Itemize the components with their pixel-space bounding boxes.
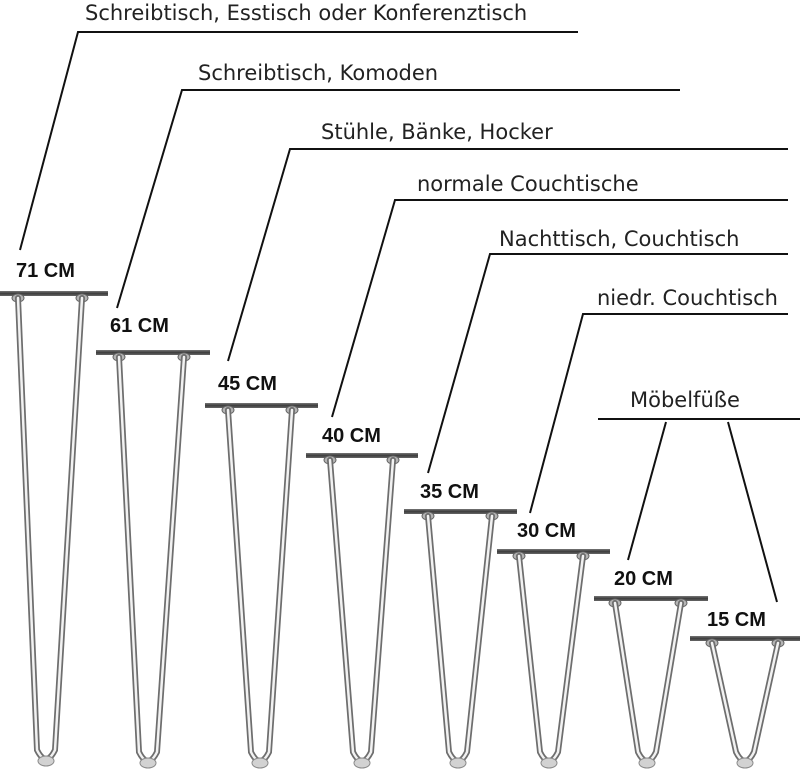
rod-highlight-71 bbox=[16, 296, 84, 761]
leader-line-30 bbox=[529, 313, 788, 514]
mounting-plate-30 bbox=[497, 549, 610, 554]
hairpin-leg-71 bbox=[0, 291, 108, 767]
rod-outline-15 bbox=[709, 640, 781, 764]
foot-cap-61 bbox=[139, 757, 157, 769]
rod-highlight-61 bbox=[117, 355, 186, 763]
mounting-plate-35 bbox=[404, 509, 517, 514]
foot-cap-45 bbox=[251, 757, 269, 769]
leader-line-35 bbox=[427, 253, 788, 474]
size-label-61: 61 CM bbox=[110, 315, 169, 337]
hairpin-leg-40 bbox=[306, 453, 418, 769]
leader-line-20 bbox=[627, 421, 667, 561]
hairpin-leg-20 bbox=[594, 596, 708, 769]
foot-cap-71 bbox=[37, 755, 55, 767]
rod-outline-20 bbox=[612, 600, 684, 764]
leader-line-15 bbox=[727, 421, 778, 603]
category-label-35: Nachttisch, Couchtisch bbox=[499, 227, 739, 251]
size-label-40: 40 CM bbox=[322, 425, 381, 447]
mounting-plate-20 bbox=[594, 596, 708, 601]
leader-line-71 bbox=[19, 31, 578, 251]
mounting-plate-61 bbox=[96, 350, 210, 355]
hairpin-leg-45 bbox=[205, 403, 318, 769]
size-label-45: 45 CM bbox=[218, 373, 277, 395]
mounting-plate-15 bbox=[690, 636, 800, 641]
hairpin-leg-61 bbox=[96, 350, 210, 769]
leader-line-40 bbox=[331, 199, 788, 418]
foot-cap-20 bbox=[638, 757, 656, 769]
category-label-moebelfuesse: Möbelfüße bbox=[630, 388, 740, 412]
rod-outline-45 bbox=[225, 407, 295, 764]
foot-cap-35 bbox=[449, 757, 467, 769]
rod-outline-30 bbox=[516, 553, 586, 764]
size-label-20: 20 CM bbox=[614, 568, 673, 590]
foot-cap-30 bbox=[540, 757, 558, 769]
rod-highlight-15 bbox=[710, 641, 780, 763]
category-label-45: Stühle, Bänke, Hocker bbox=[321, 120, 553, 144]
size-label-30: 30 CM bbox=[517, 520, 576, 542]
legs-layer bbox=[0, 291, 800, 769]
hairpin-leg-30 bbox=[497, 549, 610, 769]
mounting-plate-45 bbox=[205, 403, 318, 408]
mounting-plate-71 bbox=[0, 291, 108, 296]
category-label-71: Schreibtisch, Esstisch oder Konferenztis… bbox=[85, 1, 527, 25]
hairpin-leg-35 bbox=[404, 509, 517, 769]
category-label-61: Schreibtisch, Komoden bbox=[198, 61, 438, 85]
size-label-35: 35 CM bbox=[420, 481, 479, 503]
leader-lines bbox=[19, 31, 800, 603]
hairpin-leg-15 bbox=[690, 636, 800, 769]
size-label-15: 15 CM bbox=[707, 609, 766, 631]
rod-outline-40 bbox=[327, 457, 396, 764]
category-label-30: niedr. Couchtisch bbox=[597, 286, 778, 310]
foot-cap-40 bbox=[353, 757, 371, 769]
rod-outline-35 bbox=[425, 513, 495, 764]
leader-line-61 bbox=[116, 89, 680, 309]
mounting-plate-40 bbox=[306, 453, 418, 458]
size-label-71: 71 CM bbox=[16, 260, 75, 282]
category-label-40: normale Couchtische bbox=[417, 172, 639, 196]
leader-line-45 bbox=[227, 148, 788, 362]
foot-cap-15 bbox=[736, 757, 754, 769]
